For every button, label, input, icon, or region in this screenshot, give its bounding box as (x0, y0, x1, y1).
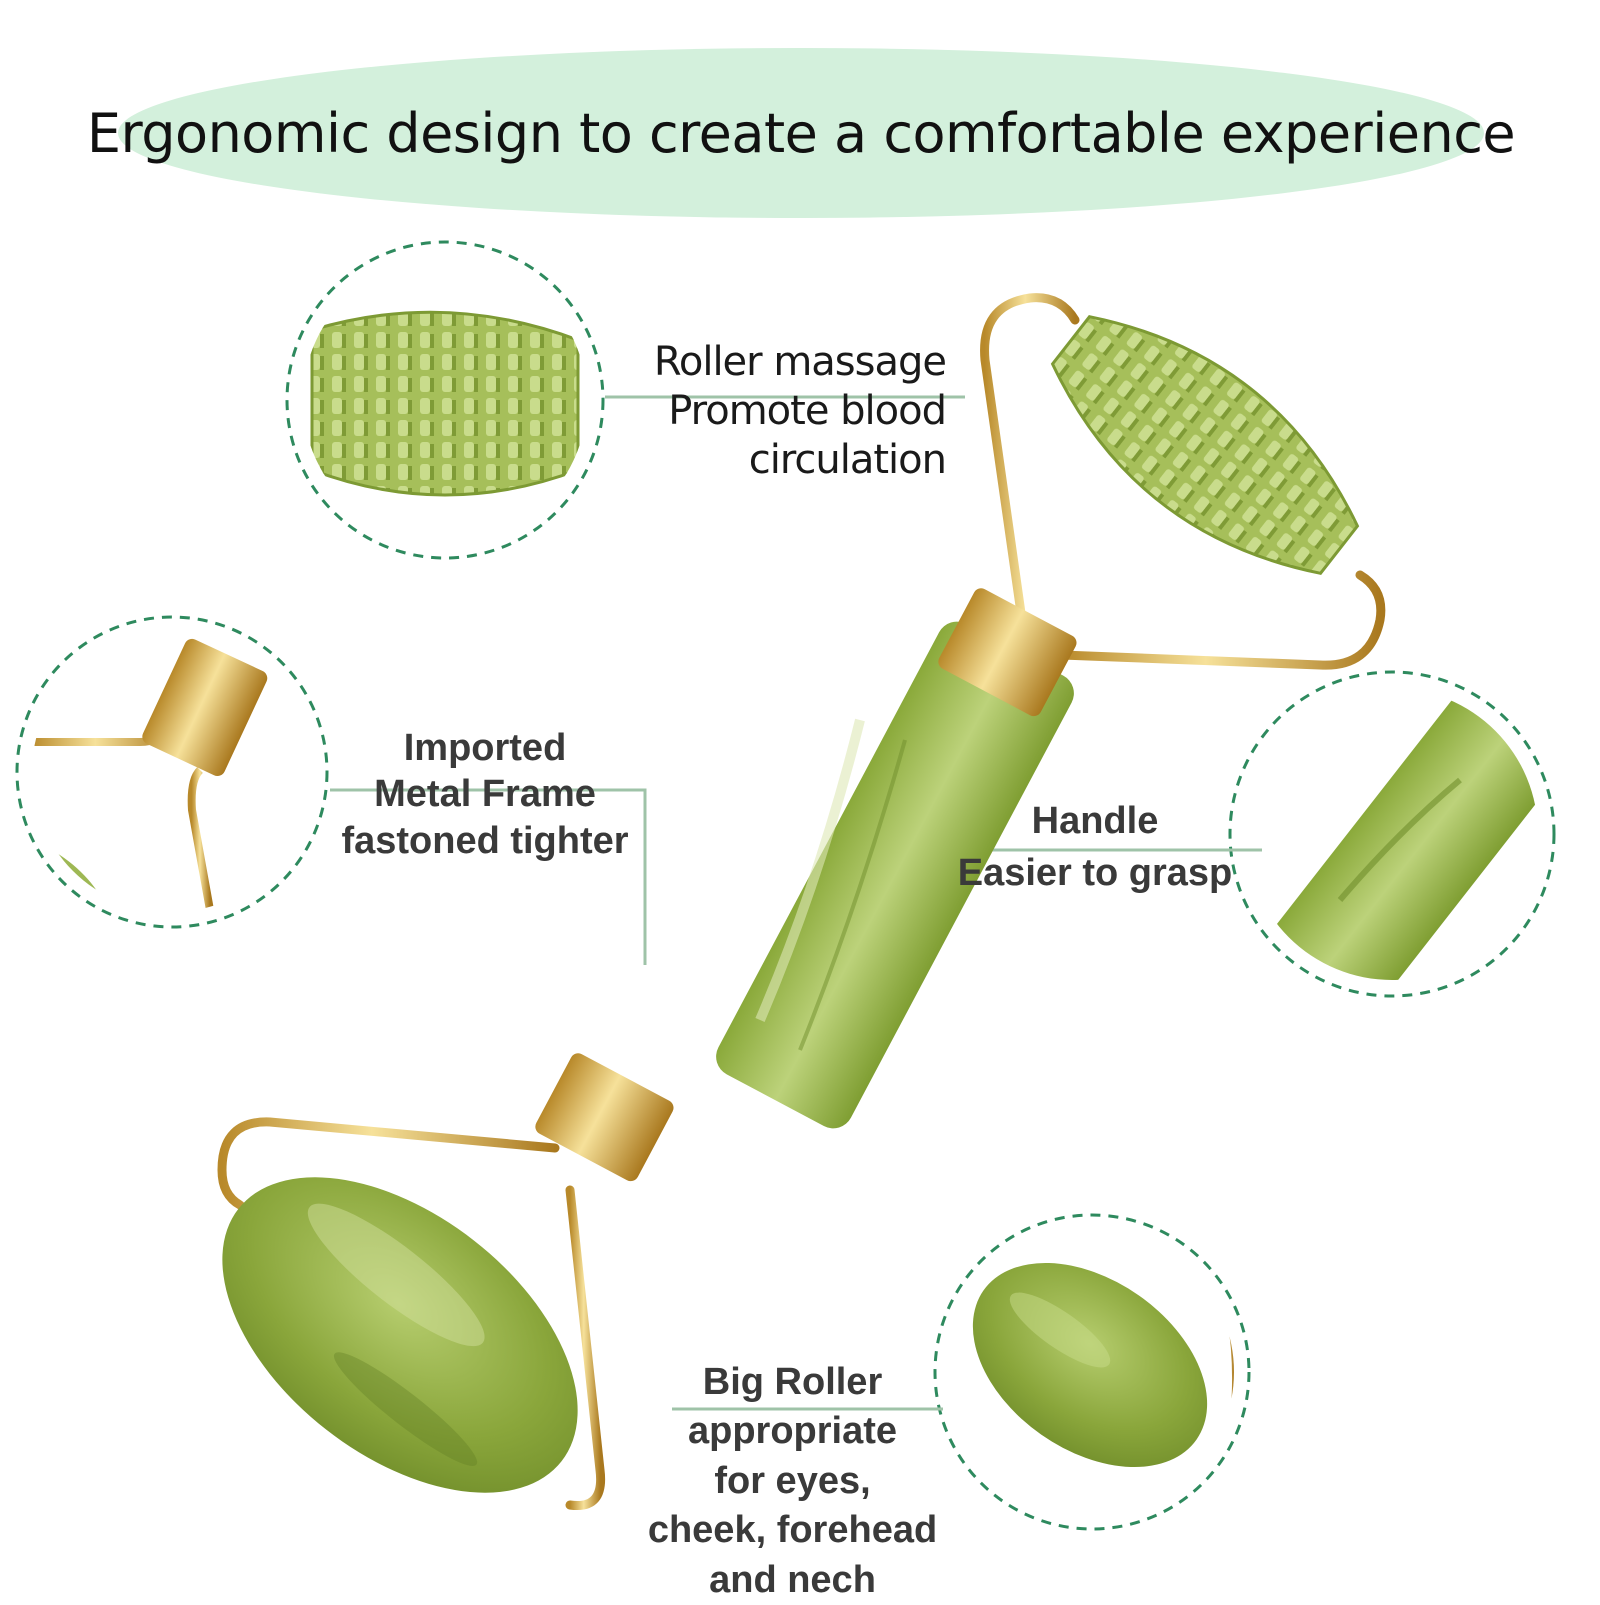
callout-lines (330, 395, 1262, 1411)
handle-label: Handle Easier to grasp (935, 795, 1255, 900)
roller-detail-ring (285, 240, 605, 560)
metal-frame-line1: Imported (403, 727, 567, 769)
metal-frame-line3: fastoned tighter (341, 819, 629, 862)
roller-massage-line3: circulation (748, 436, 947, 483)
roller-massage-line2: Promote blood (668, 387, 947, 434)
headline-banner (118, 48, 1484, 218)
frame-detail-ring (15, 615, 329, 929)
bottom-gold-collar (535, 1053, 674, 1182)
big-roller-line4: cheek, forehead (647, 1509, 938, 1552)
jade-handle (716, 621, 1074, 1129)
handle-line1: Handle (1031, 800, 1159, 842)
metal-frame-line2: Metal Frame (374, 773, 596, 816)
handle-line2: Easier to grasp (957, 852, 1233, 895)
big-roller-label: Big Roller appropriate for eyes, cheek, … (630, 1358, 955, 1605)
big-roller-line2: appropriate (687, 1410, 898, 1453)
handle-detail-ring (1228, 670, 1556, 998)
spiky-roller (1050, 315, 1360, 575)
spiky-roller-closeup (303, 300, 587, 500)
big-roller-line5: and nech (709, 1558, 876, 1601)
big-roller-line1: Big Roller (702, 1361, 883, 1403)
metal-frame-closeup (32, 638, 268, 912)
big-jade-roller (222, 1177, 578, 1493)
headline-text: Ergonomic design to create a comfortable… (86, 101, 1516, 165)
gold-wire-frame (217, 293, 1386, 1511)
metal-frame-label: Imported Metal Frame fastoned tighter (330, 725, 640, 864)
big-roller-detail-ring (933, 1213, 1251, 1531)
big-roller-closeup (972, 1238, 1234, 1468)
roller-massage-label: Roller massage Promote blood circulation (653, 338, 947, 484)
top-gold-collar (938, 588, 1077, 717)
roller-massage-line1: Roller massage (653, 339, 947, 385)
handle-closeup (1262, 688, 1538, 980)
big-roller-line3: for eyes, (714, 1459, 871, 1502)
